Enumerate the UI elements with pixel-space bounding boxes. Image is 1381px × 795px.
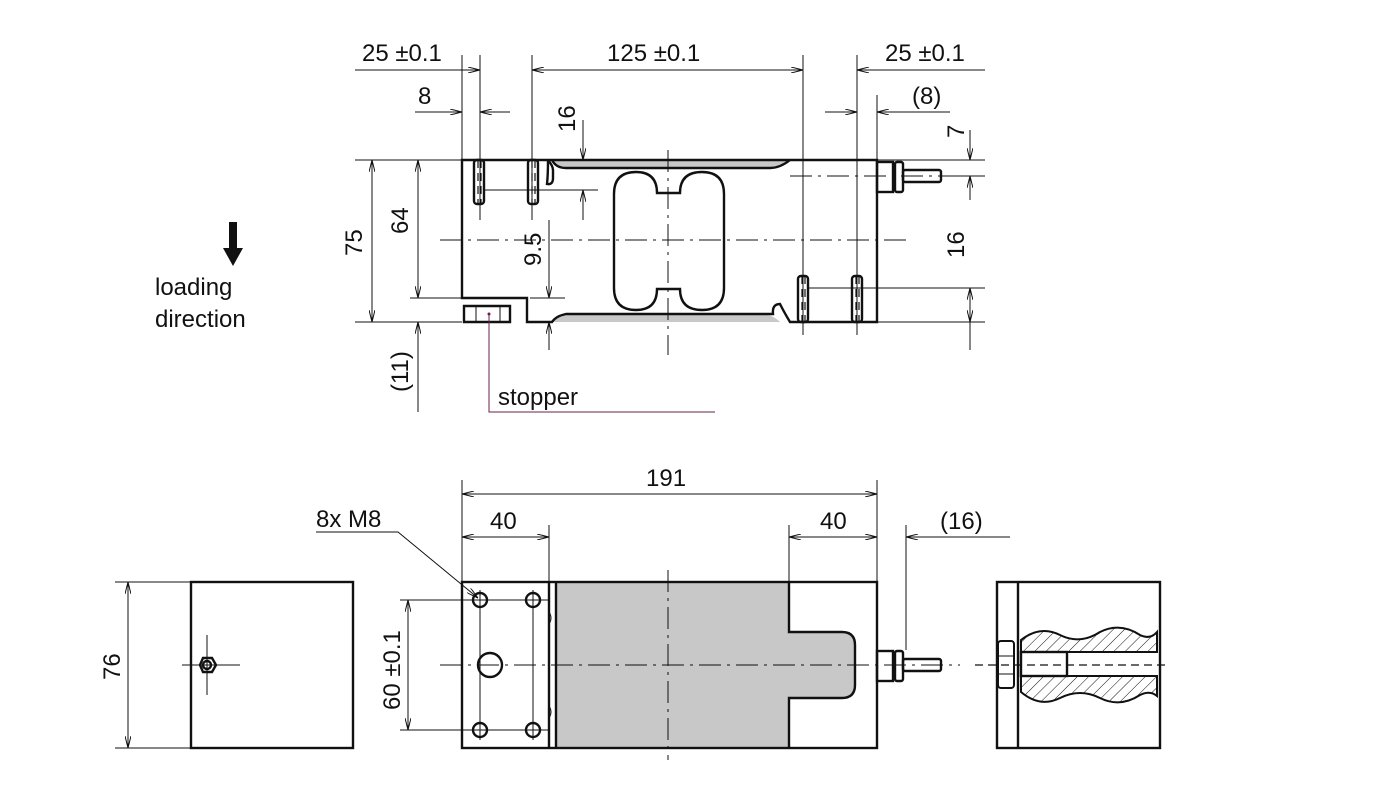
dim-8-paren: (8)	[912, 83, 941, 110]
plan-view: 191 40 40 (16) 8x M8 60 ±0.1	[316, 465, 1010, 760]
center-opening	[612, 170, 726, 312]
dim-11: (11)	[387, 351, 414, 392]
arrow-down-icon	[223, 222, 243, 266]
side-view: 25 ±0.1 125 ±0.1 25 ±0.1 8 (8) 16 7 75 6…	[341, 40, 985, 413]
dim-8: 8	[418, 83, 431, 110]
loading-label-1: loading	[155, 274, 232, 301]
dim-16-right: 16	[943, 231, 970, 258]
loading-direction: loading direction	[155, 222, 246, 333]
dim-191: 191	[646, 465, 686, 492]
end-view: 76	[99, 580, 355, 750]
dim-left-25: 25 ±0.1	[362, 40, 442, 67]
cable-gland-plan	[875, 649, 943, 683]
dim-40-right: 40	[820, 508, 847, 535]
dim-60: 60 ±0.1	[379, 630, 406, 710]
dim-75: 75	[341, 229, 368, 256]
stopper-nut	[462, 304, 512, 324]
loading-label-2: direction	[155, 306, 246, 333]
dim-76: 76	[99, 653, 126, 680]
flexure-bottom	[552, 314, 780, 322]
dim-7: 7	[943, 125, 970, 138]
slot-top	[545, 159, 555, 186]
holes-label: 8x M8	[316, 506, 381, 533]
body-outline	[460, 158, 879, 324]
dim-center-125: 125 ±0.1	[607, 40, 700, 67]
cable-gland	[875, 160, 943, 194]
dim-16-paren: (16)	[940, 508, 983, 535]
dim-16-top: 16	[554, 105, 581, 132]
dim-64: 64	[387, 207, 414, 234]
stopper-leader	[488, 314, 715, 413]
stopper-label: stopper	[498, 384, 578, 411]
flexure-top	[552, 160, 790, 168]
dim-9-5: 9.5	[520, 233, 547, 266]
threaded-holes	[472, 158, 864, 324]
dim-right-25: 25 ±0.1	[885, 40, 965, 67]
dim-40-left: 40	[490, 508, 517, 535]
section-view	[975, 580, 1165, 750]
